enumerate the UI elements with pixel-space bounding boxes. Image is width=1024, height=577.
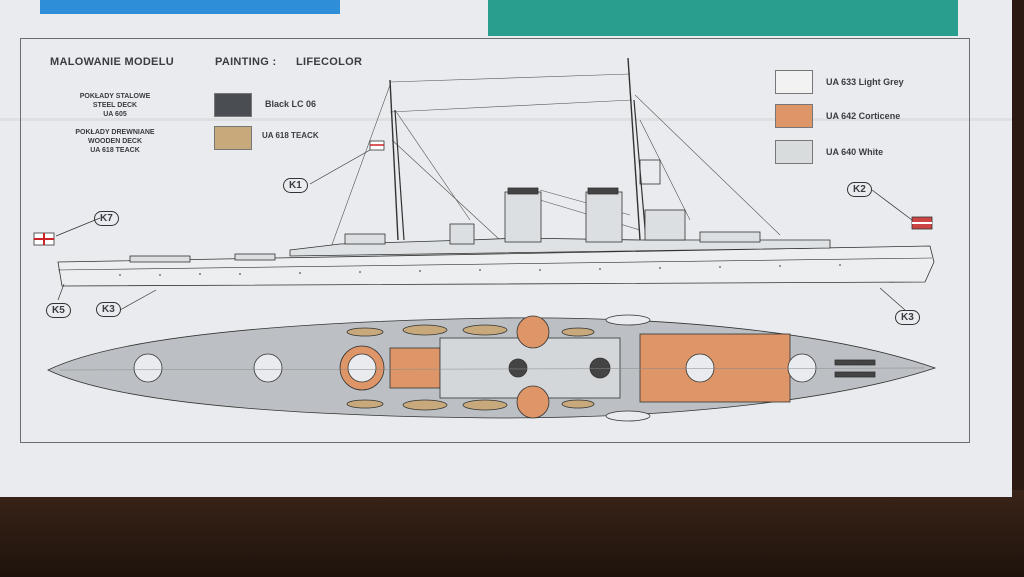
white-label: UA 640 White xyxy=(826,147,884,157)
wooden-deck-en: WOODEN DECK xyxy=(87,138,143,145)
painting-label: PAINTING : xyxy=(215,56,277,68)
steel-deck-legend: POKŁADY STALOWE STEEL DECK UA 605 xyxy=(60,92,170,119)
light-grey-label: UA 633 Light Grey xyxy=(826,77,904,87)
steel-deck-swatch-label: Black LC 06 xyxy=(265,99,317,109)
paper-fold xyxy=(0,118,1012,121)
painting-frame xyxy=(20,38,970,443)
wooden-deck-legend: POKŁADY DREWNIANE WOODEN DECK UA 618 TEA… xyxy=(60,128,170,155)
callout-k2: K2 xyxy=(847,182,872,197)
light-grey-swatch xyxy=(775,70,813,94)
callout-k3-right: K3 xyxy=(895,310,920,325)
paint-brand: LIFECOLOR xyxy=(296,56,363,68)
steel-deck-en: STEEL DECK xyxy=(92,102,138,109)
steel-deck-swatch xyxy=(214,93,252,117)
wooden-deck-code: UA 618 TEACK xyxy=(90,147,140,154)
wooden-deck-pl: POKŁADY DREWNIANE xyxy=(75,129,155,136)
steel-deck-pl: POKŁADY STALOWE xyxy=(79,93,151,100)
wooden-deck-swatch xyxy=(214,126,252,150)
header-blue-bar xyxy=(40,0,340,14)
side-profile xyxy=(33,57,935,287)
white-swatch xyxy=(775,140,813,164)
steel-deck-code: UA 605 xyxy=(103,111,127,118)
header-teal-bar xyxy=(488,0,958,36)
wooden-deck-swatch-label: UA 618 TEACK xyxy=(262,131,319,140)
callout-k3-left: K3 xyxy=(96,302,121,317)
corticene-label: UA 642 Corticene xyxy=(826,111,901,121)
corticene-swatch xyxy=(775,104,813,128)
section-title: MALOWANIE MODELU xyxy=(50,56,174,68)
callout-k1: K1 xyxy=(283,178,308,193)
callout-k5: K5 xyxy=(46,303,71,318)
table-surface xyxy=(0,490,1024,577)
callout-k7: K7 xyxy=(94,211,119,226)
top-view xyxy=(47,314,937,422)
